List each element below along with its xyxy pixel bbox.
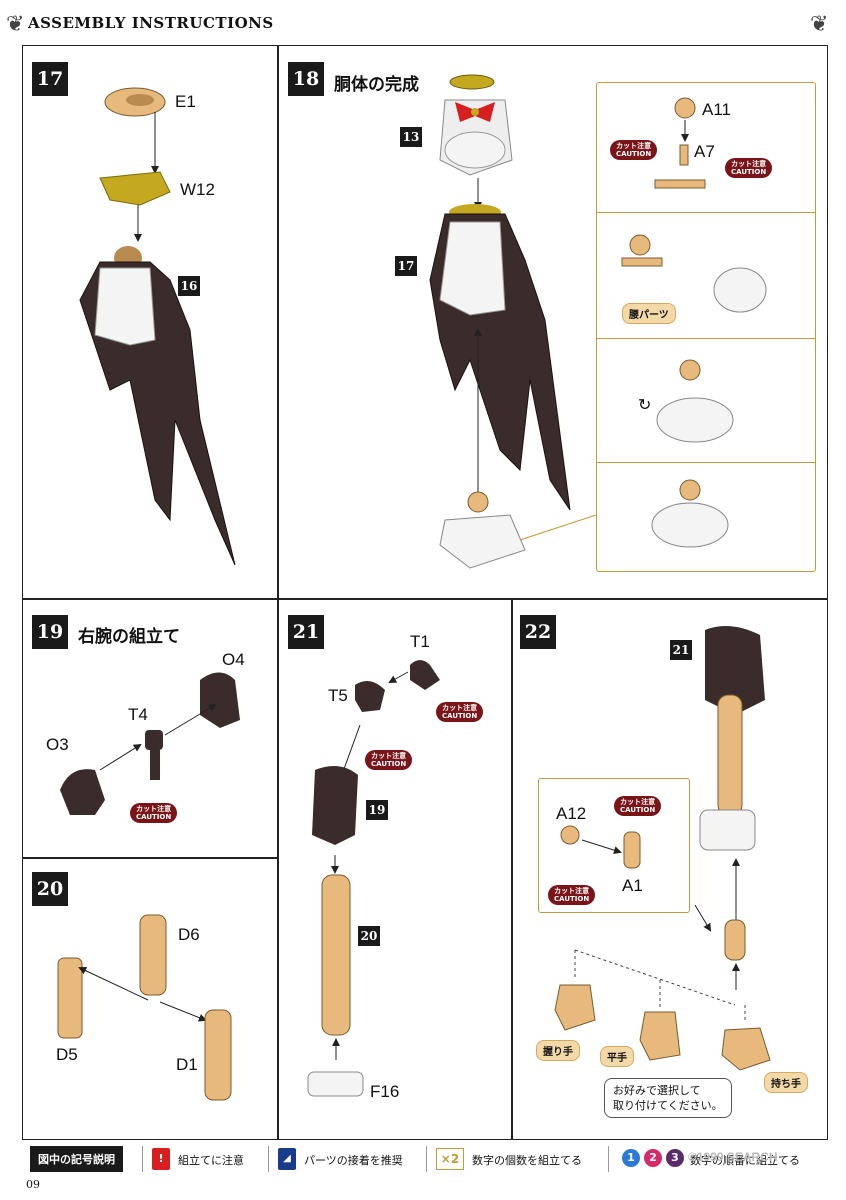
rotate-arrow-icon: ↻ [638,395,652,414]
order-2-icon: 2 [644,1149,662,1167]
hand-tag: 握り手 [536,1040,580,1061]
step-title: 胴体の完成 [334,75,419,95]
step17-art [79,87,236,566]
hand-tag: 平手 [600,1046,634,1067]
divider [596,462,816,463]
step-number: 20 [32,872,68,906]
page-number: 09 [26,1178,40,1191]
ornament-right-icon: ❦ [810,12,829,37]
part-label: T5 [328,686,348,705]
step-number: 17 [32,62,68,96]
part-label: D5 [56,1045,78,1064]
detail-box [538,778,690,913]
part-label: D1 [176,1055,198,1074]
watermark: ©1999 SEARCH [688,1150,778,1164]
part-label: E1 [175,92,196,111]
part-label: T1 [410,632,430,651]
part-label: A11 [702,100,731,119]
divider [22,857,278,859]
legend-heading: 図中の記号説明 [30,1146,123,1172]
hand-tag: 持ち手 [764,1072,808,1093]
order-1-icon: 1 [622,1149,640,1167]
divider [277,598,279,1140]
step18-art [429,74,767,569]
step-reference: 17 [395,256,417,276]
exclamation-icon: ! [152,1148,170,1170]
step-reference: 21 [670,640,692,660]
note-bubble: お好みで選択して 取り付けてください。 [604,1078,732,1118]
order-3-icon: 3 [666,1149,684,1167]
count-icon: ×2 [436,1148,464,1170]
part-label: A12 [556,804,587,823]
part-tag: 腰パーツ [622,303,676,324]
legend-item: 数字の順番に組立てる [690,1154,800,1167]
divider [511,598,513,1140]
step19-art [60,672,240,815]
part-label: W12 [180,180,215,199]
part-label: T4 [128,705,148,724]
step-number: 22 [520,615,556,649]
glue-icon: ◢ [278,1148,296,1170]
divider [22,598,828,600]
legend-bar: 図中の記号説明 ! 組立てに注意 ◢ パーツの接着を推奨 ×2 数字の個数を組立… [30,1146,828,1172]
part-label: F16 [370,1082,400,1101]
step-reference: 16 [178,276,200,296]
part-label: D6 [178,925,200,944]
page-frame [22,45,828,1140]
divider [596,338,816,339]
part-label: O4 [222,650,245,669]
legend-item: パーツの接着を推奨 [304,1154,403,1167]
detail-box [596,82,816,572]
step-number: 21 [288,615,324,649]
step-title: 右腕の組立て [78,627,180,647]
step21-art [307,660,440,1097]
divider [596,212,816,213]
page-header: ASSEMBLY INSTRUCTIONS [28,14,274,32]
step-number: 19 [32,615,68,649]
divider [277,45,279,598]
legend-item: 組立てに注意 [178,1154,244,1167]
step22-art [554,626,771,1071]
part-label: O3 [46,735,69,754]
step20-art [57,914,232,1101]
legend-item: 数字の個数を組立てる [472,1154,582,1167]
step-number: 18 [288,62,324,96]
ornament-left-icon: ❦ [6,12,25,37]
step-reference: 20 [358,926,380,946]
part-label: A1 [622,876,643,895]
part-label: A7 [694,142,715,161]
step-reference: 13 [400,127,422,147]
step-reference: 19 [366,800,388,820]
